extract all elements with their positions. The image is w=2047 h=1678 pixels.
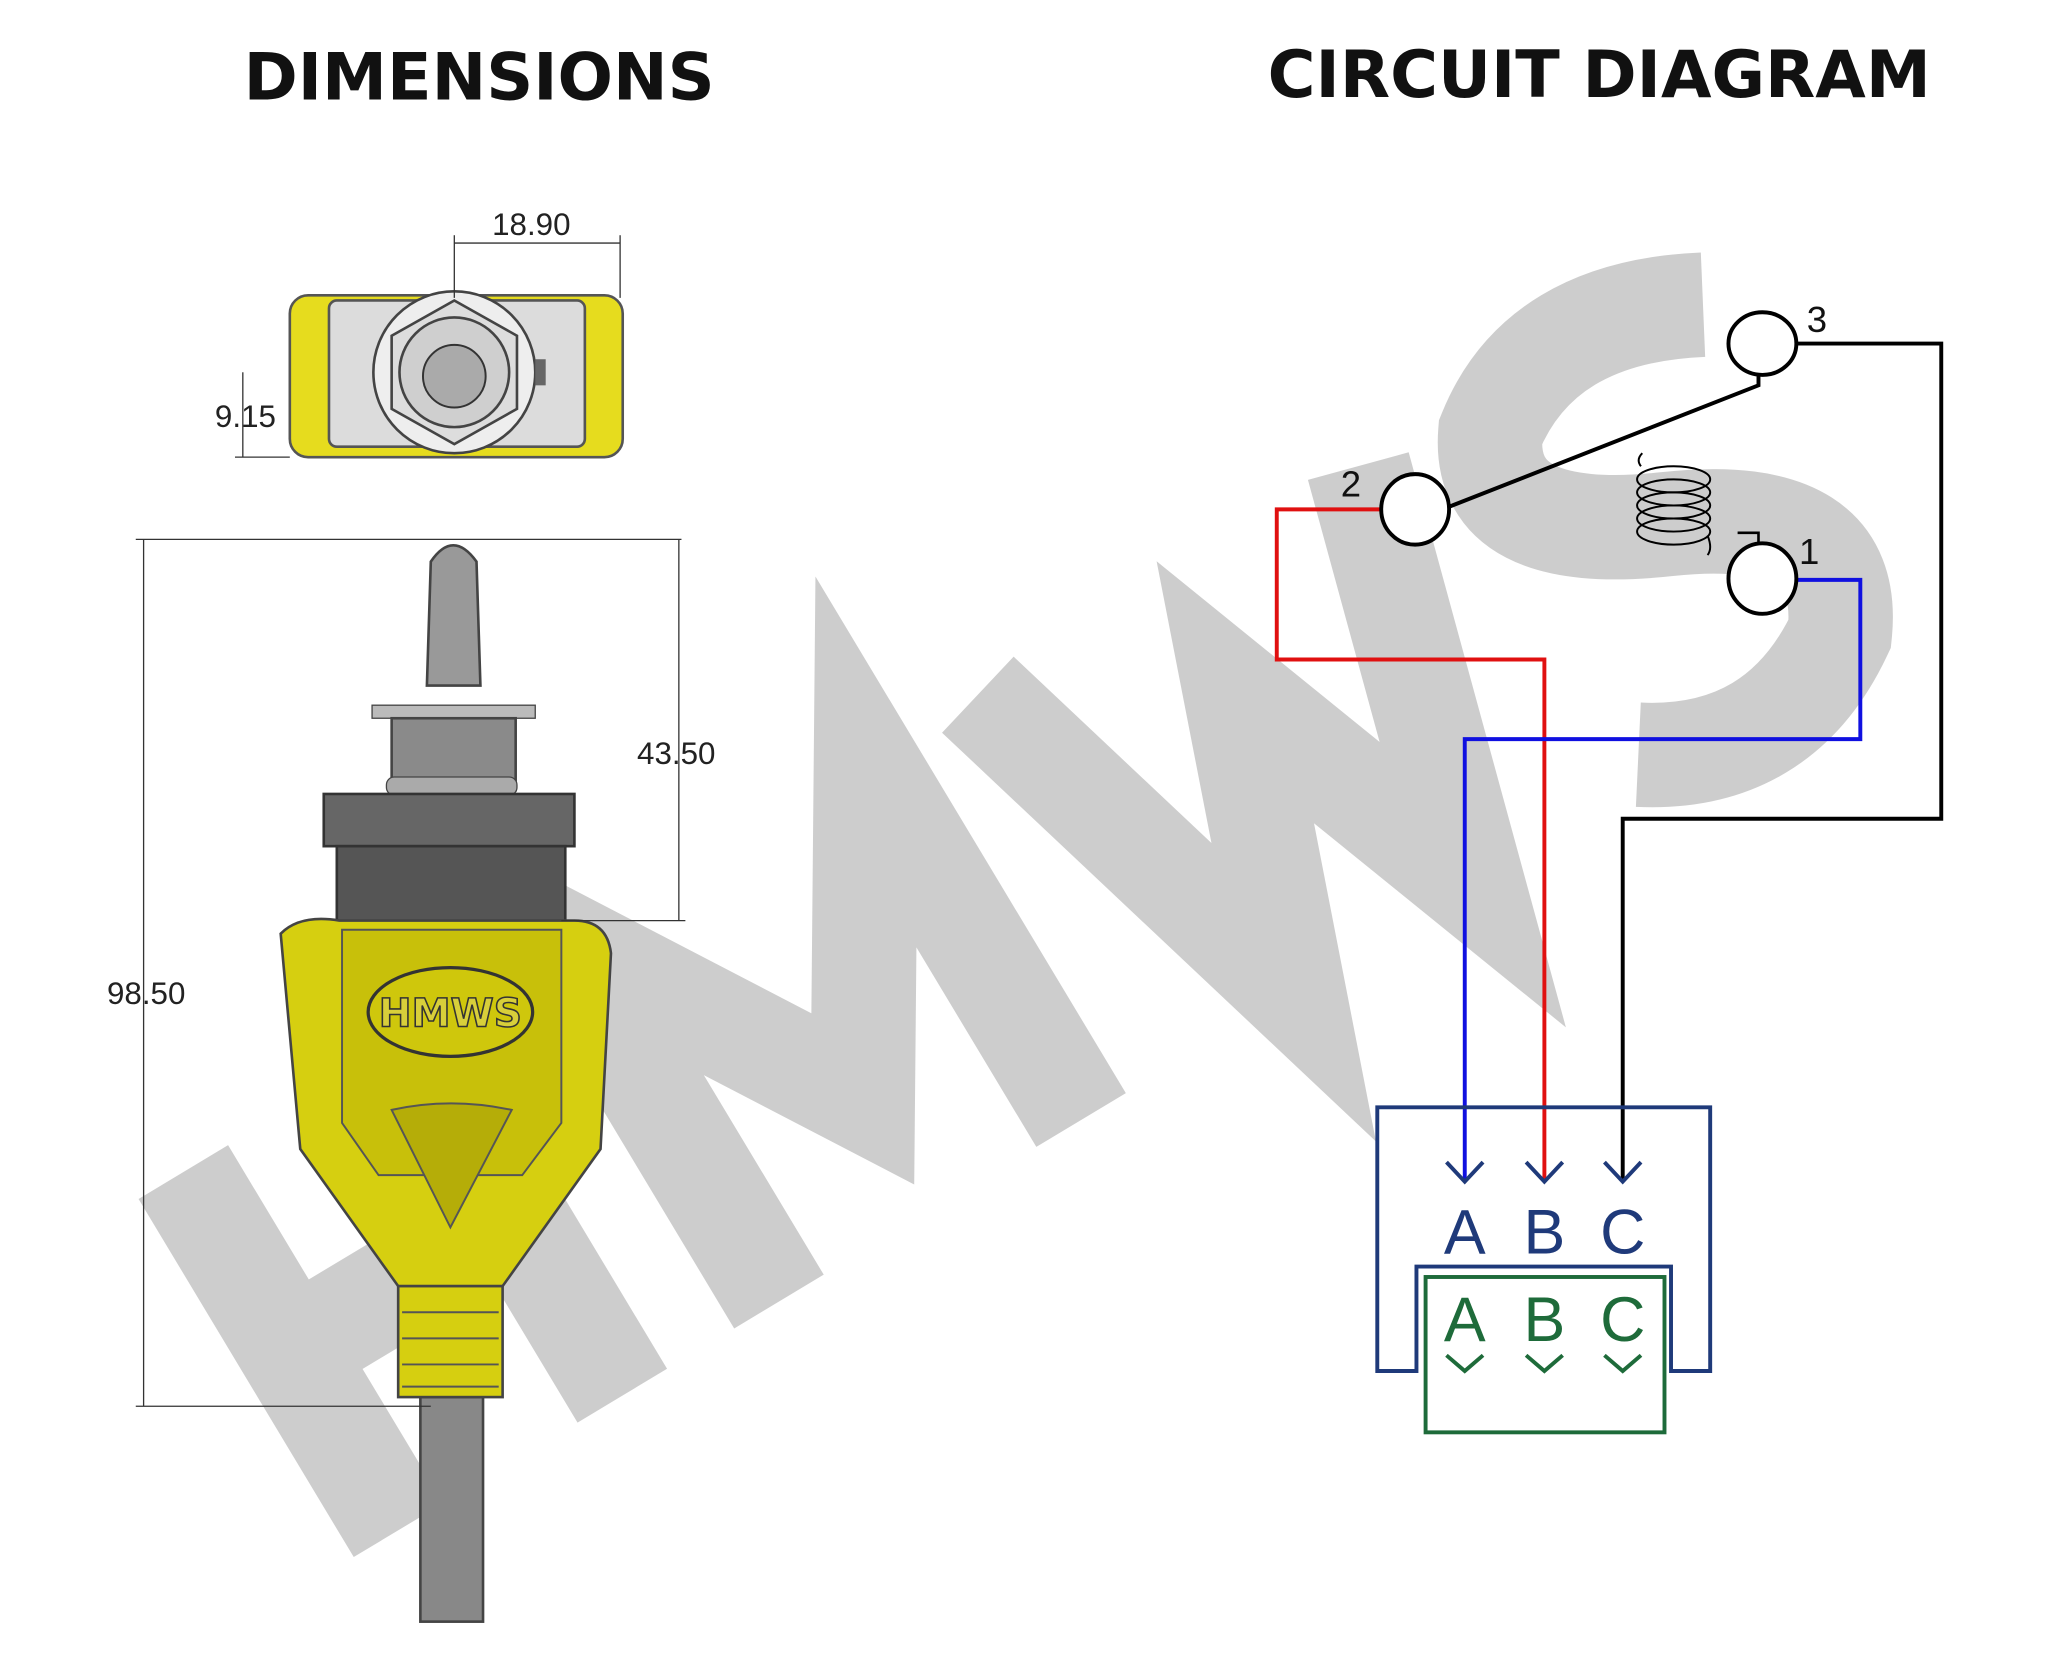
- pin-label-2: 2: [1341, 463, 1361, 504]
- dimension-lines-top: [234, 235, 621, 458]
- socket-label-c: C: [1600, 1197, 1645, 1267]
- switch-top-view: [288, 290, 625, 459]
- hmws-logo: HMWS: [379, 991, 522, 1036]
- pin-label-1: 1: [1799, 531, 1819, 572]
- pin-3-contact: [1726, 310, 1799, 377]
- wire-black: [1620, 341, 1944, 1182]
- plug-label-b: B: [1523, 1285, 1565, 1355]
- wire-blue: [1462, 577, 1863, 1182]
- pin-2-contact: [1379, 472, 1452, 547]
- plug-label-c: C: [1600, 1285, 1645, 1355]
- dimension-top-width: 18.90: [492, 207, 570, 242]
- dimension-upper-length: 43.50: [637, 736, 715, 771]
- wires: [1274, 341, 1944, 1182]
- connector-socket: A B C: [1375, 1105, 1713, 1373]
- connector-plug: A B C: [1423, 1275, 1667, 1435]
- socket-label-a: A: [1444, 1197, 1486, 1267]
- dimension-lines-side: [135, 538, 686, 1407]
- dimensions-title: DIMENSIONS: [244, 39, 715, 115]
- pin-label-3: 3: [1807, 299, 1827, 340]
- pin-1-contact: [1726, 541, 1799, 616]
- wire-red: [1274, 507, 1547, 1182]
- switch-side-view: HMWS: [279, 544, 613, 1623]
- spring-icon: [1636, 452, 1712, 556]
- circuit-diagram-title: CIRCUIT DIAGRAM: [1268, 37, 1931, 113]
- dimension-top-half-height: 9.15: [215, 399, 276, 434]
- dimension-total-length: 98.50: [107, 976, 185, 1011]
- hmws-watermark: [138, 252, 1893, 1558]
- socket-label-b: B: [1523, 1197, 1565, 1267]
- plug-label-a: A: [1444, 1285, 1486, 1355]
- switch-contacts: [1379, 310, 1799, 616]
